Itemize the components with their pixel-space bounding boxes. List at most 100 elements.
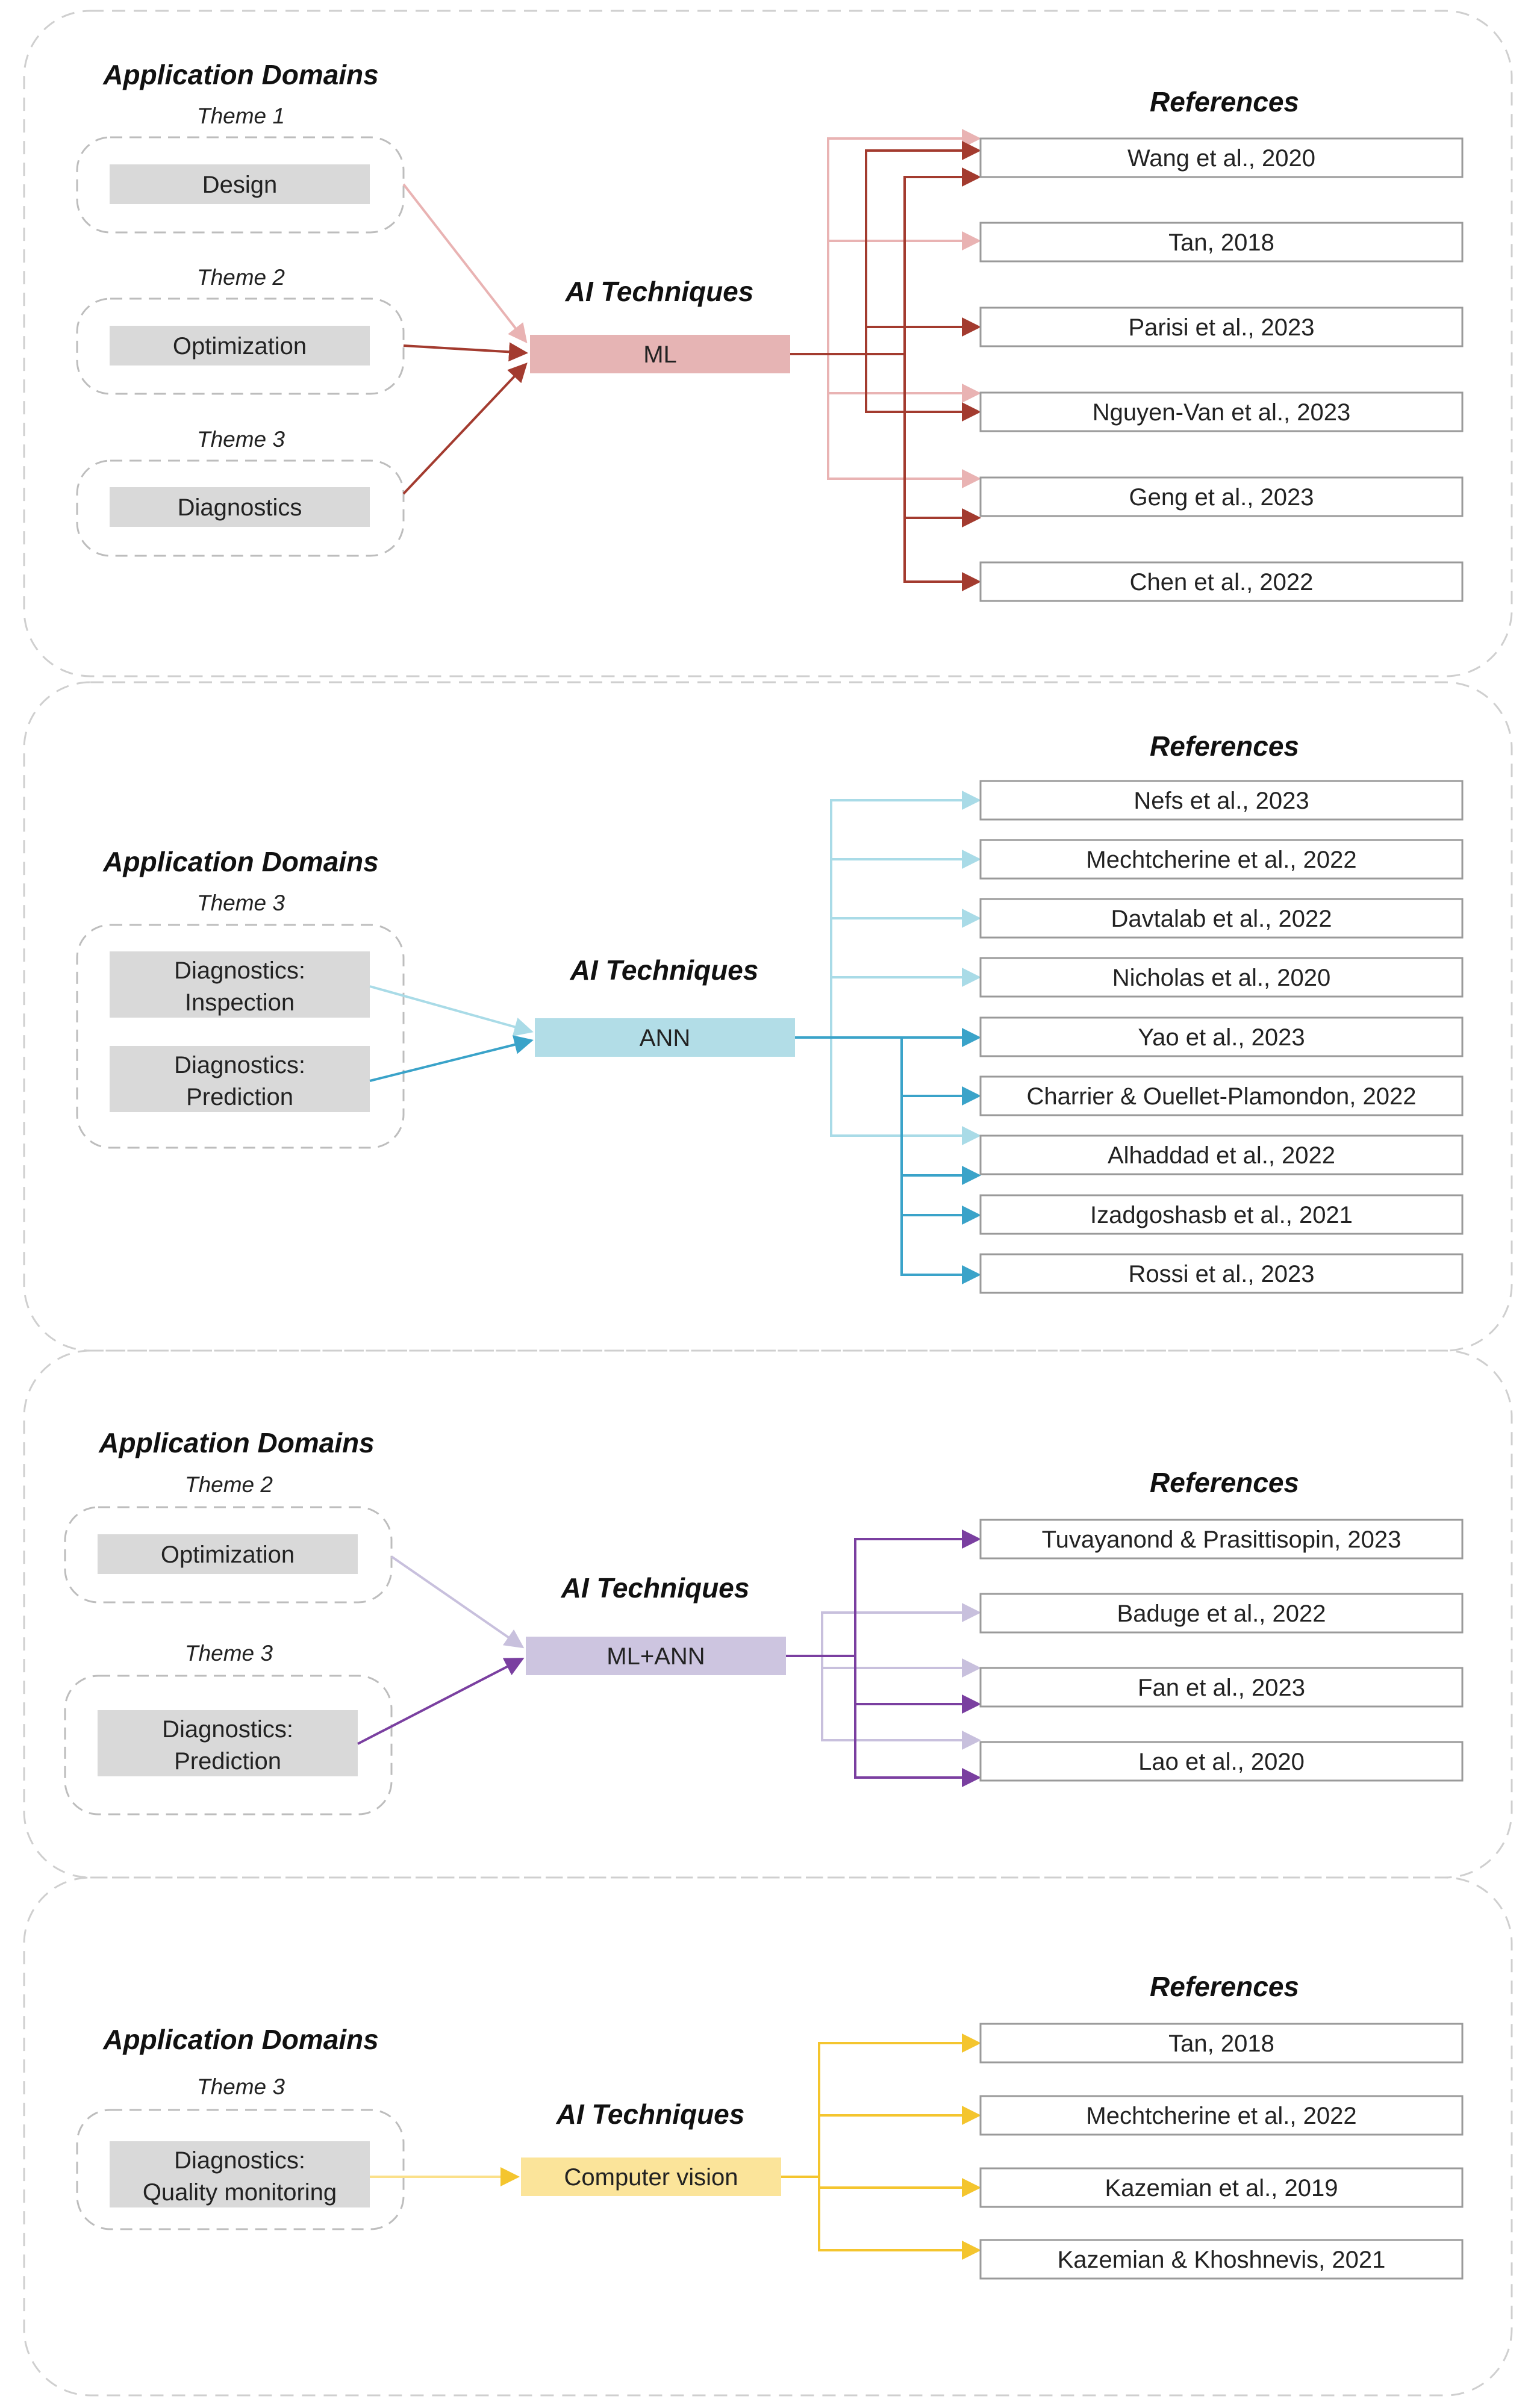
reference-label: Nefs et al., 2023	[1133, 788, 1309, 814]
theme-group	[76, 297, 405, 395]
reference-box	[979, 839, 1464, 880]
reference-label: Baduge et al., 2022	[1117, 1601, 1326, 1627]
reference-label: Parisi et al., 2023	[1128, 314, 1314, 341]
domain-box	[110, 1046, 370, 1112]
domain-label: Optimization	[173, 333, 307, 359]
connector-light	[830, 1038, 981, 1145]
panel-frame	[23, 1876, 1513, 2397]
application-domains-heading: Application Domains	[98, 1427, 374, 1458]
domain-arrow	[369, 985, 534, 1036]
theme-label: Theme 2	[197, 265, 285, 290]
reference-box	[979, 1741, 1464, 1782]
panel-frame	[23, 10, 1513, 677]
domain-box	[110, 951, 370, 1018]
theme-group	[76, 136, 405, 234]
reference-label: Geng et al., 2023	[1129, 484, 1314, 511]
reference-box	[979, 1016, 1464, 1057]
reference-label: Izadgoshasb et al., 2021	[1090, 1202, 1353, 1228]
connector-dark	[865, 354, 981, 422]
domain-label: Optimization	[161, 1542, 295, 1568]
theme-group	[64, 1506, 393, 1604]
reference-box	[979, 2023, 1464, 2064]
reference-box	[979, 898, 1464, 939]
domain-box	[110, 164, 370, 204]
ai-techniques-heading: AI Techniques	[561, 1572, 750, 1604]
reference-box	[979, 1667, 1464, 1708]
domain-arrow	[403, 342, 528, 362]
domain-arrow	[402, 183, 528, 344]
panel-computer-vision: Application Domains Theme 3 Diagnostics:…	[23, 1876, 1513, 2397]
reference-box	[979, 957, 1464, 998]
reference-box	[979, 306, 1464, 347]
technique-label: Computer vision	[564, 2164, 738, 2191]
technique-box	[521, 2158, 781, 2196]
theme-label: Theme 3	[185, 1641, 273, 1666]
theme-label: Theme 3	[197, 891, 285, 915]
reference-box	[979, 1519, 1464, 1560]
domain-label: Quality monitoring	[143, 2179, 337, 2206]
application-domains-heading: Application Domains	[102, 2024, 378, 2055]
theme-label: Theme 1	[197, 104, 285, 128]
reference-box	[979, 1075, 1464, 1116]
domain-label: Prediction	[174, 1748, 281, 1775]
domain-label: Diagnostics:	[174, 2147, 305, 2174]
domain-box	[98, 1710, 358, 1776]
connector-dark	[900, 1038, 981, 1284]
reference-label: Yao et al., 2023	[1138, 1024, 1305, 1051]
references-heading: References	[1150, 730, 1299, 762]
reference-box	[979, 1194, 1464, 1235]
panel-ml-ann: Application Domains Theme 2 Optimization…	[23, 1349, 1513, 1879]
connector-dark	[903, 354, 981, 591]
domain-box	[110, 487, 370, 527]
theme-label: Theme 3	[197, 427, 285, 452]
reference-box	[979, 137, 1464, 178]
ai-techniques-heading: AI Techniques	[556, 2098, 745, 2130]
connector-dark	[865, 141, 981, 354]
connector-dark	[854, 1656, 981, 1787]
reference-label: Lao et al., 2020	[1138, 1749, 1305, 1775]
reference-label: Chen et al., 2022	[1130, 569, 1314, 596]
panel-ann: Application Domains Theme 3 Diagnostics:…	[23, 681, 1513, 1352]
ai-techniques-heading: AI Techniques	[565, 276, 754, 307]
technique-box	[530, 335, 790, 373]
theme-group	[76, 459, 405, 557]
technique-box	[535, 1018, 795, 1057]
connector-dark	[781, 2033, 981, 2178]
reference-label: Wang et al., 2020	[1127, 145, 1315, 172]
reference-label: Mechtcherine et al., 2022	[1086, 2103, 1356, 2129]
connector-dark	[818, 2177, 981, 2260]
reference-label: Charrier & Ouellet-Plamondon, 2022	[1026, 1083, 1416, 1110]
domain-arrow	[369, 1035, 534, 1082]
reference-box	[979, 561, 1464, 602]
connector-dark	[786, 1529, 981, 1657]
domain-arrow	[402, 362, 528, 495]
reference-label: Tuvayanond & Prasittisopin, 2023	[1042, 1526, 1402, 1553]
technique-label: ML+ANN	[606, 1643, 705, 1670]
technique-label: ANN	[640, 1025, 690, 1051]
reference-box	[979, 2239, 1464, 2280]
connector-light	[827, 354, 981, 488]
connector-light	[821, 1656, 981, 1750]
references-heading: References	[1150, 86, 1299, 117]
reference-label: Mechtcherine et al., 2022	[1086, 847, 1356, 873]
reference-box	[979, 1134, 1464, 1175]
reference-box	[979, 2167, 1464, 2208]
reference-box	[979, 2095, 1464, 2136]
reference-label: Nguyen-Van et al., 2023	[1093, 399, 1350, 426]
domain-box	[98, 1534, 358, 1574]
reference-label: Rossi et al., 2023	[1128, 1261, 1314, 1287]
connector-light	[786, 1603, 981, 1657]
reference-label: Alhaddad et al., 2022	[1108, 1142, 1335, 1169]
reference-label: Fan et al., 2023	[1138, 1675, 1305, 1701]
theme-group	[76, 2109, 405, 2230]
connector-dark	[790, 167, 981, 355]
theme-label: Theme 3	[197, 2074, 285, 2099]
reference-label: Nicholas et al., 2020	[1112, 965, 1330, 991]
theme-label: Theme 2	[185, 1472, 273, 1497]
domain-label: Diagnostics:	[174, 957, 305, 984]
domain-arrow	[357, 1658, 525, 1745]
domain-label: Diagnostics:	[174, 1052, 305, 1078]
application-domains-heading: Application Domains	[102, 846, 378, 877]
references-heading: References	[1150, 1467, 1299, 1498]
